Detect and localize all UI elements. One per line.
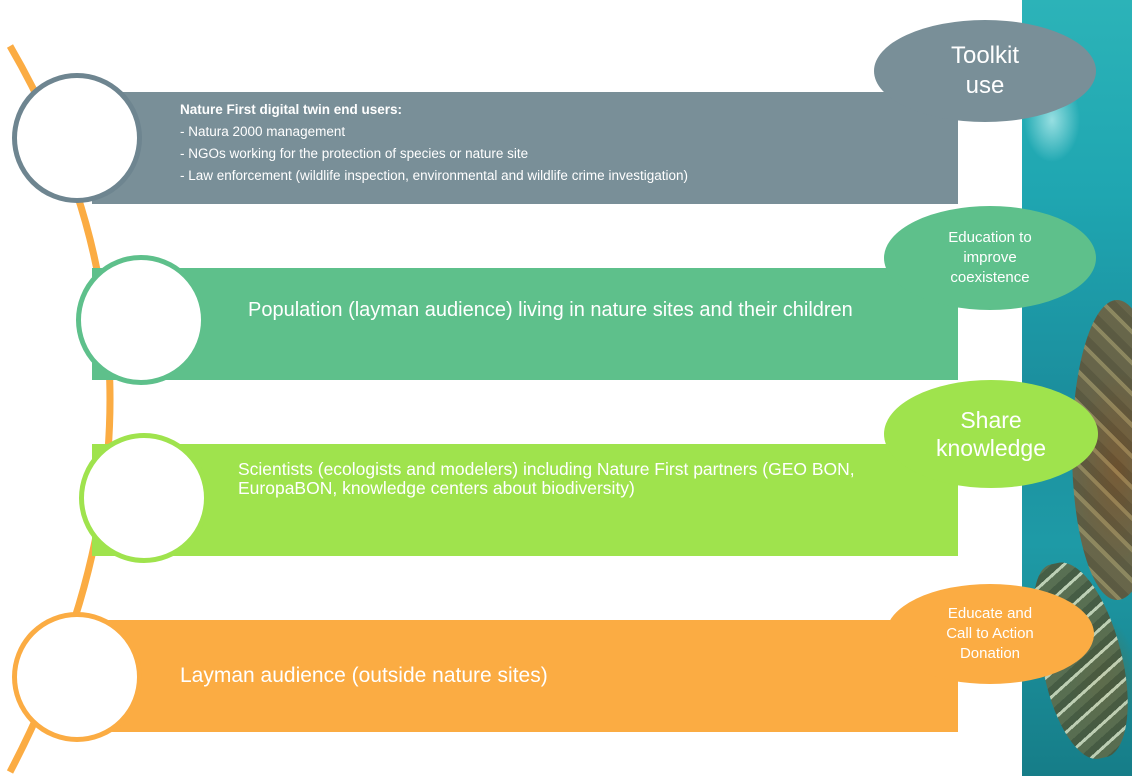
end-users-heading: Nature First digital twin end users: [180, 102, 403, 117]
tag-share-knowledge: Share knowledge [884, 380, 1098, 488]
tag-line: Educate and [947, 605, 1033, 622]
tier-bar-layman: Layman audience (outside nature sites) [92, 620, 958, 732]
tag-line: Call to Action [946, 625, 1034, 642]
end-users-line: - Natura 2000 management [180, 124, 346, 139]
tier-marker-circle [79, 433, 209, 563]
tag-education-coexistence: Education to improve coexistence [884, 206, 1096, 310]
end-users-line: - Law enforcement (wildlife inspection, … [180, 168, 688, 183]
tag-line: knowledge [936, 435, 1046, 461]
tier-bar-population: Population (layman audience) living in n… [92, 268, 958, 380]
tier-text-population: Population (layman audience) living in n… [248, 299, 853, 321]
tier-marker-circle [12, 73, 142, 203]
tag-line: Donation [959, 645, 1021, 662]
end-users-line: - NGOs working for the protection of spe… [180, 146, 529, 161]
tier-marker-circle [12, 612, 142, 742]
tag-educate-action-donation: Educate and Call to Action Donation [886, 584, 1094, 684]
tier-marker-circle [76, 255, 206, 385]
tag-line: Toolkit [950, 42, 1020, 69]
tier-bar-scientists: Scientists (ecologists and modelers) inc… [92, 444, 958, 556]
tag-toolkit-use: Toolkit use [874, 20, 1096, 122]
tag-line: use [965, 72, 1005, 99]
tag-line: Share [960, 407, 1022, 433]
tier-text-layman: Layman audience (outside nature sites) [180, 664, 548, 687]
tier-text-scientists: Scientists (ecologists and modelers) inc… [238, 459, 855, 498]
tag-line: Education to [948, 229, 1032, 246]
tag-line: coexistence [950, 269, 1030, 286]
tier-bar-end-users: Nature First digital twin end users: - N… [92, 92, 958, 204]
tag-line: improve [963, 249, 1017, 266]
tier-text-end-users: Nature First digital twin end users: - N… [180, 99, 688, 187]
